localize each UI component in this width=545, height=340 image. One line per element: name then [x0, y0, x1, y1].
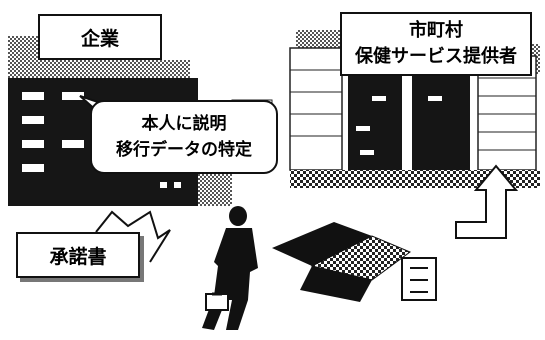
company-window [62, 92, 84, 100]
company-window [22, 116, 44, 124]
binder-lower [300, 266, 372, 302]
person-head [229, 206, 247, 226]
company-label: 企業 [38, 14, 162, 60]
person-body [202, 228, 258, 330]
briefcase-icon [205, 293, 229, 311]
consent-callout [95, 210, 171, 263]
municipality-buildings [289, 30, 540, 188]
municipality-window [372, 96, 386, 101]
company-window [22, 92, 44, 100]
municipality-window [356, 126, 370, 131]
municipality-label-line1: 市町村 [409, 20, 463, 41]
municipality-window [360, 150, 374, 155]
binder-files [272, 222, 437, 302]
explain-line-2: 移行データの特定 [116, 140, 252, 160]
company-window [174, 182, 181, 188]
explain-line-1: 本人に説明 [141, 114, 227, 134]
binder-cover [272, 222, 372, 266]
company-window [22, 140, 44, 148]
company-window [22, 164, 44, 172]
company-window [62, 140, 84, 148]
company-label-text: 企業 [80, 27, 119, 50]
consent-form-text: 承諾書 [49, 245, 107, 268]
consent-form-label: 承諾書 [16, 232, 140, 278]
municipality-window [428, 96, 442, 101]
up-arrow-icon [455, 164, 519, 239]
municipality-label-line2: 保健サービス提供者 [355, 46, 517, 67]
municipality-label: 市町村 保健サービス提供者 [340, 12, 532, 76]
municipality-ground [290, 170, 540, 188]
businessman-figure [202, 206, 258, 330]
explain-bubble: 本人に説明 移行データの特定 [90, 100, 278, 174]
municipality-building [289, 47, 343, 171]
municipality-building [348, 70, 402, 170]
company-window [160, 182, 167, 188]
